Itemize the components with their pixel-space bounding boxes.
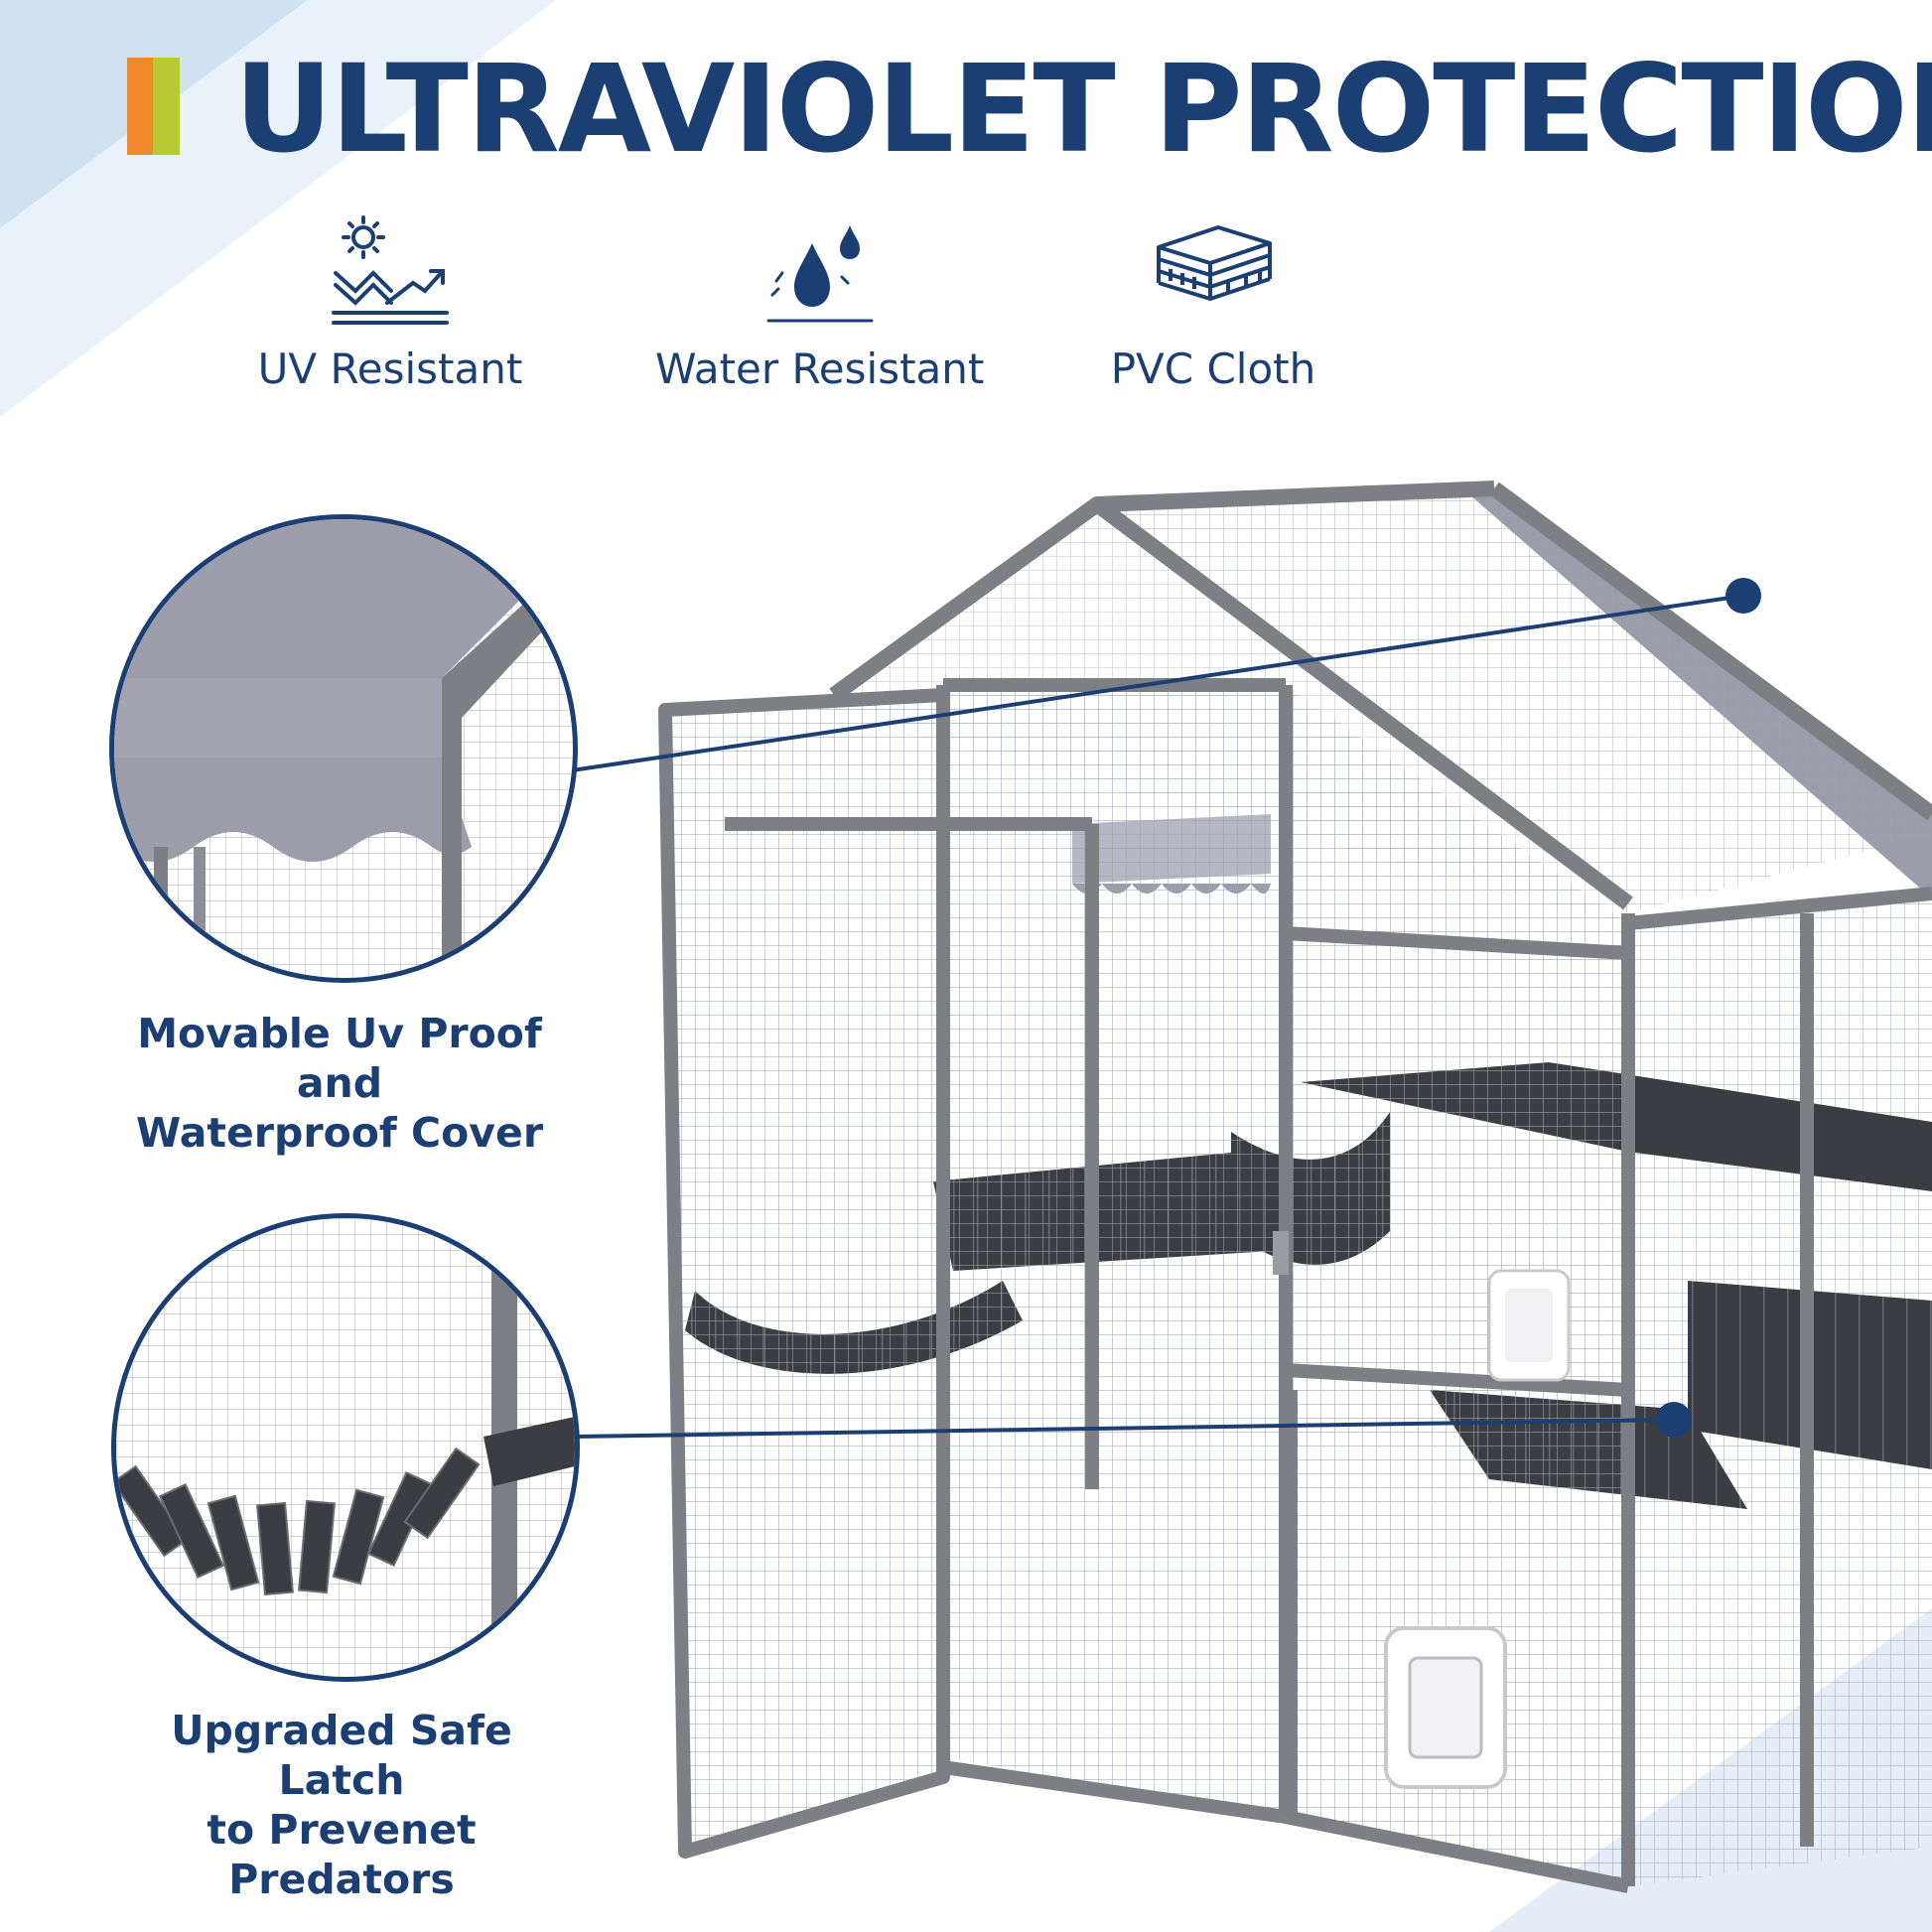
page-title: ULTRAVIOLET PROTECTION (234, 39, 1932, 180)
callout-cover-line2: Waterproof Cover (135, 1109, 544, 1157)
callout-cover-line1: Movable Uv Proof and (137, 1010, 542, 1107)
title-accent-green (153, 58, 180, 155)
uv-sun-icon (332, 215, 449, 325)
pvc-cloth-icon (1157, 225, 1272, 301)
detail-circle-latch (111, 1213, 580, 1682)
detail-circle-cover (109, 514, 578, 983)
hammock-closeup-image (116, 1218, 575, 1677)
feature-label: Water Resistant (655, 345, 985, 393)
feature-pvc-cloth: PVC Cloth (1049, 213, 1377, 393)
title-accent-orange (127, 58, 153, 155)
callout-cover: Movable Uv Proof and Waterproof Cover (111, 1009, 568, 1158)
title-accent-bar (127, 58, 180, 155)
feature-uv-resistant: UV Resistant (226, 213, 554, 393)
callout-latch-line1: Upgraded Safe Latch (171, 1707, 512, 1804)
feature-label: UV Resistant (257, 345, 523, 393)
water-drops-icon (766, 225, 874, 323)
feature-water-resistant: Water Resistant (655, 213, 985, 393)
feature-label: PVC Cloth (1110, 345, 1316, 393)
callout-latch: Upgraded Safe Latch to Prevenet Predator… (113, 1706, 570, 1904)
cover-closeup-image (114, 519, 573, 978)
cat-enclosure-image (658, 481, 1932, 1893)
callout-latch-line2: to Prevenet Predators (207, 1806, 477, 1903)
